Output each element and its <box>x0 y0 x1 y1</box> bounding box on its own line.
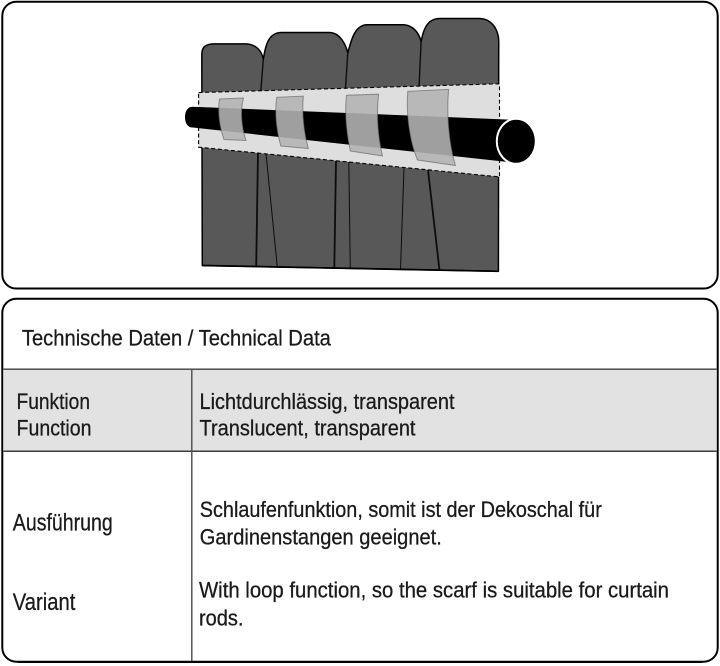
svg-text:Schlaufenfunktion, somit ist d: Schlaufenfunktion, somit ist der Dekosch… <box>200 497 603 522</box>
svg-text:Technische Daten / Technical D: Technische Daten / Technical Data <box>22 325 332 350</box>
svg-text:Function: Function <box>17 416 92 441</box>
svg-text:Translucent, transparent: Translucent, transparent <box>200 416 416 441</box>
svg-text:Variant: Variant <box>13 589 76 616</box>
svg-text:Lichtdurchlässig, transparent: Lichtdurchlässig, transparent <box>200 389 455 414</box>
svg-text:rods.: rods. <box>199 605 244 630</box>
svg-text:With loop function, so the sca: With loop function, so the scarf is suit… <box>199 578 669 603</box>
svg-text:Gardinenstangen geeignet.: Gardinenstangen geeignet. <box>200 524 442 549</box>
svg-text:Funktion: Funktion <box>17 389 91 414</box>
svg-text:Ausführung: Ausführung <box>13 510 113 537</box>
